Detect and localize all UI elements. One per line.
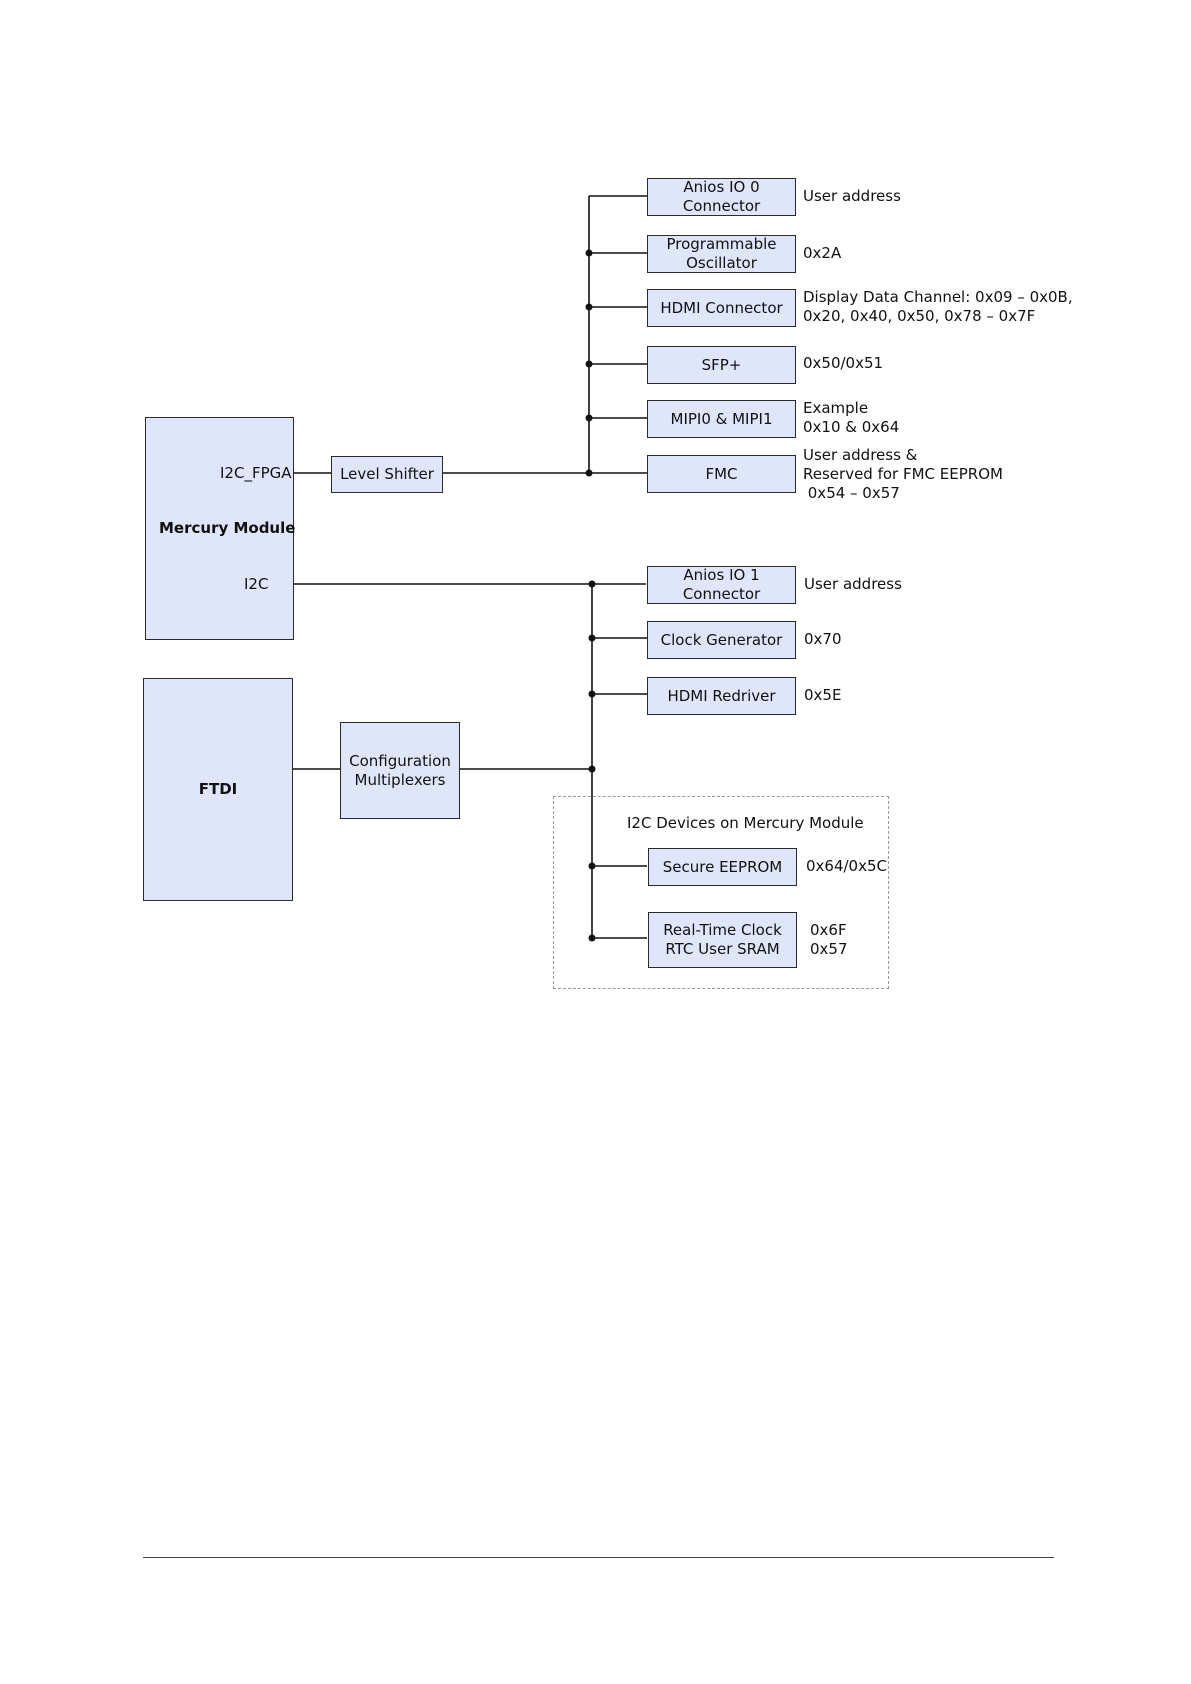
device-address: 0x2A: [803, 244, 842, 262]
footer-rule: [143, 1557, 1054, 1558]
device-address: 0x64/0x5C: [806, 857, 887, 875]
device-address: 0x70: [804, 630, 842, 648]
device-address: Example 0x10 & 0x64: [803, 399, 900, 436]
device-address: Display Data Channel: 0x09 – 0x0B, 0x20,…: [803, 288, 1073, 325]
device-block: HDMI Connector: [647, 289, 796, 327]
device-address: User address: [804, 575, 902, 593]
junction-dot: [588, 634, 596, 642]
device-block: Anios IO 0 Connector: [647, 178, 796, 216]
junction-dot: [588, 862, 596, 870]
device-address: 0x50/0x51: [803, 354, 884, 372]
device-label: Clock Generator: [660, 630, 783, 649]
port-label-i2c-fpga: I2C_FPGA: [220, 464, 292, 482]
group-title: I2C Devices on Mercury Module: [627, 814, 864, 832]
junction-dot: [585, 303, 593, 311]
configuration-multiplexers-block: Configuration Multiplexers: [340, 722, 460, 819]
level-shifter-label: Level Shifter: [340, 465, 434, 483]
device-block: Clock Generator: [647, 621, 796, 659]
mercury-module-title: Mercury Module: [159, 519, 296, 537]
level-shifter-block: Level Shifter: [331, 456, 443, 493]
device-label: HDMI Redriver: [667, 686, 776, 705]
device-label: Anios IO 0 Connector: [682, 178, 761, 215]
device-block: Secure EEPROM: [648, 848, 797, 886]
device-label: Secure EEPROM: [662, 857, 783, 876]
device-label: MIPI0 & MIPI1: [670, 409, 773, 428]
device-label: FMC: [705, 464, 738, 483]
device-block: SFP+: [647, 346, 796, 384]
device-block: Anios IO 1 Connector: [647, 566, 796, 604]
configuration-multiplexers-label: Configuration Multiplexers: [349, 751, 451, 789]
junction-dot: [585, 414, 593, 422]
device-block: Programmable Oscillator: [647, 235, 796, 273]
port-label-i2c: I2C: [244, 575, 269, 593]
device-block: Real-Time Clock RTC User SRAM: [648, 912, 797, 968]
device-address: 0x6F 0x57: [810, 921, 848, 958]
device-block: HDMI Redriver: [647, 677, 796, 715]
device-block: FMC: [647, 455, 796, 493]
device-label: Programmable Oscillator: [666, 235, 777, 272]
device-label: Real-Time Clock RTC User SRAM: [663, 921, 782, 958]
device-block: MIPI0 & MIPI1: [647, 400, 796, 438]
device-address: User address & Reserved for FMC EEPROM 0…: [803, 446, 1003, 502]
junction-dot: [588, 934, 596, 942]
device-address: 0x5E: [804, 686, 842, 704]
ftdi-title: FTDI: [198, 780, 238, 798]
junction-dot: [585, 469, 593, 477]
junction-dot: [585, 249, 593, 257]
device-label: HDMI Connector: [660, 298, 783, 317]
device-address: User address: [803, 187, 901, 205]
device-label: Anios IO 1 Connector: [682, 566, 761, 603]
junction-dot: [585, 360, 593, 368]
mercury-module-i2c-group: [553, 796, 889, 989]
junction-dot: [588, 580, 596, 588]
ftdi-block: FTDI: [143, 678, 293, 901]
mercury-module-block: I2C_FPGA Mercury Module I2C: [145, 417, 296, 640]
junction-dot: [588, 690, 596, 698]
junction-dot: [588, 765, 596, 773]
device-label: SFP+: [701, 355, 742, 374]
